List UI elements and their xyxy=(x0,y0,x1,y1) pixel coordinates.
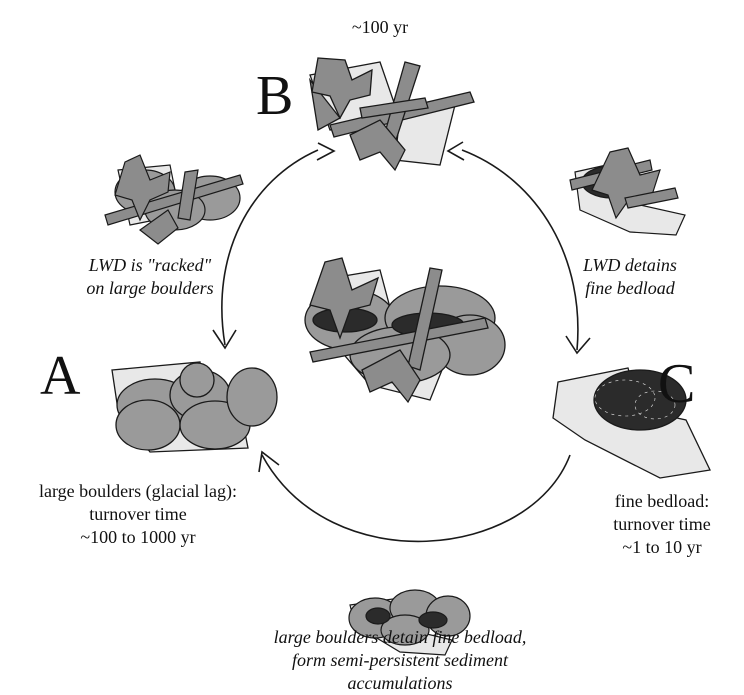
label-c-caption: fine bedload: turnover time ~1 to 10 yr xyxy=(580,490,744,559)
label-racked-line-2: on large boulders xyxy=(40,277,260,300)
stage-letter-a: A xyxy=(40,348,80,404)
label-b-time: ~100 yr xyxy=(330,16,430,39)
label-c-line-1: fine bedload: xyxy=(580,490,744,513)
arrowhead-a-bottom xyxy=(259,452,279,472)
label-a-line-2: turnover time xyxy=(0,503,276,526)
label-racked-line-1: LWD is "racked" xyxy=(40,254,260,277)
boulder-cluster-a xyxy=(112,362,277,452)
label-a-line-3: ~100 to 1000 yr xyxy=(0,526,276,549)
label-lwd-detains-line-1: LWD detains xyxy=(540,254,720,277)
label-a-caption: large boulders (glacial lag): turnover t… xyxy=(0,480,276,549)
stage-letter-b: B xyxy=(256,68,293,124)
stage-letter-c: C xyxy=(658,356,695,412)
arrowhead-b-left xyxy=(317,143,334,160)
label-lwd-detains-line-2: fine bedload xyxy=(540,277,720,300)
label-boulders-detain-caption: large boulders detain fine bedload, form… xyxy=(200,626,600,695)
lwd-cluster-b xyxy=(310,58,474,170)
label-a-line-1: large boulders (glacial lag): xyxy=(0,480,276,503)
label-c-line-2: turnover time xyxy=(580,513,744,536)
arrow-c-to-a xyxy=(262,455,570,541)
label-c-line-3: ~1 to 10 yr xyxy=(580,536,744,559)
label-lwd-detains-caption: LWD detains fine bedload xyxy=(540,254,720,300)
lwd-bedload-cluster xyxy=(570,148,685,235)
label-boulders-detain-line-2: form semi-persistent sediment xyxy=(200,649,600,672)
label-racked-caption: LWD is "racked" on large boulders xyxy=(40,254,260,300)
combined-center-cluster xyxy=(305,258,505,402)
racked-lwd-cluster xyxy=(105,155,243,244)
label-boulders-detain-line-1: large boulders detain fine bedload, xyxy=(200,626,600,649)
arrowhead-b-right xyxy=(448,142,464,160)
